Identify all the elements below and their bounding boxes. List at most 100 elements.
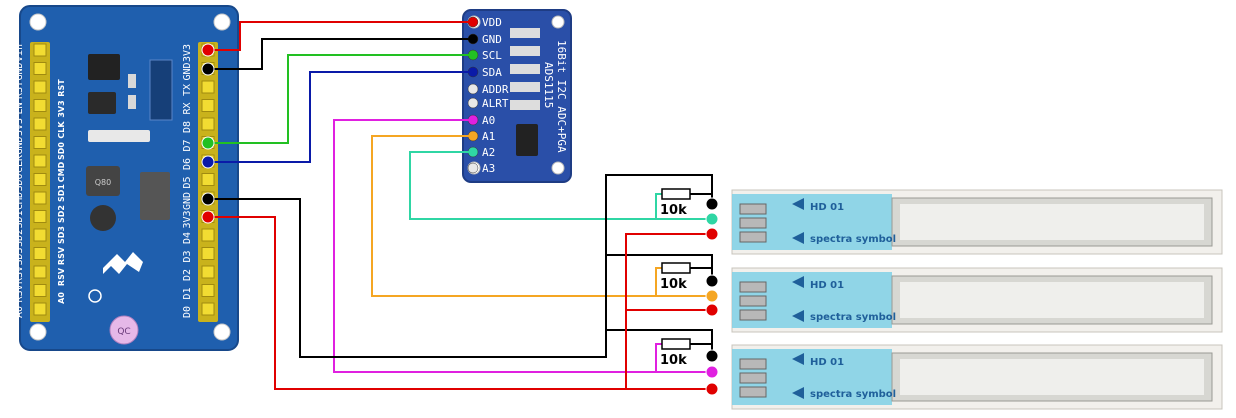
right-pin-label: D3 [182, 250, 193, 262]
wire-endpoint [201, 136, 215, 150]
left-pin-label: SD1 [14, 210, 25, 228]
wire-endpoint [201, 62, 215, 76]
board-badge: QC [117, 327, 130, 337]
right-pin-label: GND [182, 192, 193, 210]
left-pin-label: GND [14, 62, 25, 80]
wire-endpoint [705, 303, 719, 317]
silkscreen-label: CMD [57, 161, 66, 182]
silkscreen-label: SD0 [57, 142, 66, 160]
silkscreen-label: RSV [57, 267, 66, 286]
adc-pin-label: SDA [482, 66, 502, 79]
right-pin-label: RX [182, 102, 193, 114]
right-header-pin [201, 265, 215, 279]
silkscreen-label: RST [57, 79, 66, 97]
silkscreen-label: SD3 [57, 226, 66, 244]
right-header-pin [201, 99, 215, 112]
left-pin-label: SD0 [14, 173, 25, 191]
left-pin-label: RSV [14, 266, 25, 284]
right-header-pin [201, 80, 215, 94]
wire [208, 71, 473, 163]
left-header-pin [33, 99, 47, 112]
adc-pin-label: A1 [482, 130, 495, 143]
resistor-label: 10k [660, 353, 687, 368]
wire-endpoint [201, 155, 215, 169]
sensor-brand: spectra symbol [810, 389, 896, 400]
wire-endpoint [705, 212, 719, 226]
adc-pin [467, 97, 479, 109]
left-header-pin [33, 191, 47, 205]
silkscreen-label: SD2 [57, 205, 66, 223]
left-header-pin [33, 43, 47, 57]
left-pin-label: RST [14, 81, 25, 99]
right-pin-label: D0 [182, 306, 193, 318]
left-pin-label: CMD [14, 192, 25, 210]
left-pin-label: CLK [14, 155, 25, 173]
right-pin-label: D8 [182, 121, 193, 133]
left-header-pin [33, 154, 47, 168]
silkscreen-label: RSV [57, 246, 66, 265]
left-header-pin [33, 117, 47, 131]
sensor-brand: spectra symbol [810, 234, 896, 245]
adc-pin-label: A3 [482, 162, 495, 175]
sensor-code: HD 01 [810, 280, 844, 291]
wire-endpoint [705, 382, 719, 396]
adc-pin-label: ADDR [482, 83, 509, 96]
right-pin-label: D7 [182, 139, 193, 151]
right-pin-label: D2 [182, 269, 193, 281]
adc-pin [467, 162, 479, 174]
left-header-pin [33, 136, 47, 149]
adc-pin-label: SCL [482, 49, 502, 62]
silkscreen-label: A0 [57, 292, 66, 304]
left-pin-label: Vin [14, 44, 25, 62]
left-header-pin [33, 247, 47, 260]
wire [409, 151, 712, 220]
right-pin-label: GND [182, 62, 193, 80]
resistor-10k: 10k [660, 262, 691, 292]
adc-title-line1: 16Bit I2C ADC+PGA [555, 40, 568, 153]
resistor-lead [655, 193, 662, 219]
right-header-pin [201, 302, 215, 316]
sensor-code: HD 01 [810, 357, 844, 368]
wire-endpoint [705, 274, 719, 288]
right-pin-label: D5 [182, 176, 193, 188]
right-header-pin [201, 284, 215, 297]
resistor-label: 10k [660, 277, 687, 292]
right-pin-label: D6 [182, 158, 193, 170]
left-header-pin [33, 80, 47, 94]
left-pin-label: A0 [14, 306, 25, 318]
left-header-pin [33, 284, 47, 297]
flex-sensor: HD 01 spectra symbol [731, 267, 1223, 333]
right-pin-label: 3V3 [182, 210, 193, 228]
sensor-code: HD 01 [810, 202, 844, 213]
wire-endpoint [705, 289, 719, 303]
adc-pin-label: A2 [482, 146, 495, 159]
left-pin-label: GND [14, 136, 25, 154]
wire-endpoint [705, 197, 719, 211]
wire [208, 38, 473, 70]
resistor-lead [655, 267, 662, 296]
left-header-pin [33, 265, 47, 279]
adc-pin-label: GND [482, 33, 502, 46]
right-header-pin [201, 173, 215, 186]
left-pin-label: SD3 [14, 247, 25, 265]
right-pin-label: D1 [182, 287, 193, 299]
wire [208, 54, 473, 144]
silkscreen-label: 3V3 [57, 100, 66, 117]
flex-sensor: HD 01 spectra symbol [731, 189, 1223, 255]
wire-endpoint [201, 210, 215, 224]
silkscreen-label: SD1 [57, 184, 66, 202]
wire-endpoint [201, 43, 215, 57]
left-header-pin [33, 228, 47, 242]
wire [606, 329, 713, 356]
left-header-pin [33, 173, 47, 186]
adc-pin-label: A0 [482, 114, 495, 127]
wire-endpoint [201, 192, 215, 206]
adc-pin [467, 83, 479, 95]
wire-endpoint [705, 227, 719, 241]
right-header-pin [201, 247, 215, 260]
sensor-brand: spectra symbol [810, 312, 896, 323]
left-header-pin [33, 62, 47, 75]
right-pin-label: D4 [182, 232, 193, 244]
left-header-pin [33, 210, 47, 223]
